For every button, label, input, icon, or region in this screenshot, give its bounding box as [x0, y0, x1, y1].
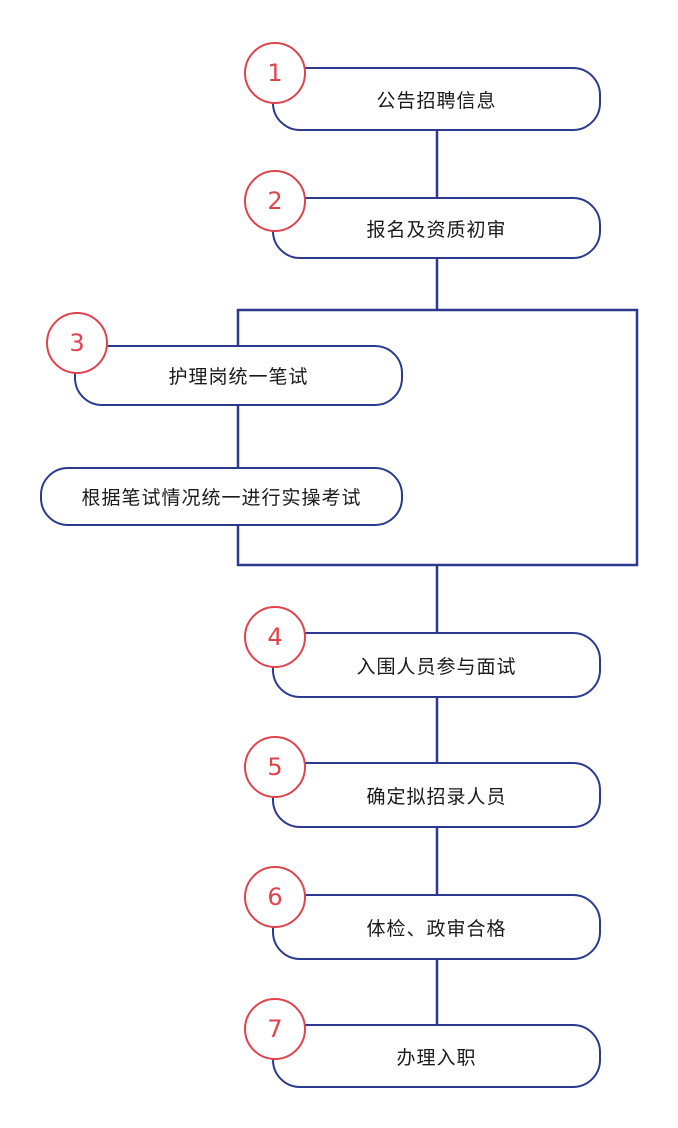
practical-exam-box: 根据笔试情况统一进行实操考试 — [40, 467, 403, 526]
step-label-3: 护理岗统一笔试 — [168, 366, 309, 388]
step-number-2: 2 — [267, 187, 283, 215]
step-label-2: 报名及资质初审 — [366, 218, 507, 241]
practical-exam-label: 根据笔试情况统一进行实操考试 — [81, 487, 362, 509]
step-label-6: 体检、政审合格 — [366, 917, 507, 940]
step-label-7: 办理入职 — [396, 1046, 477, 1069]
step-number-7: 7 — [267, 1015, 283, 1043]
step-number-6: 6 — [267, 883, 283, 911]
step-badge-4: 4 — [244, 606, 306, 668]
step-box-6: 体检、政审合格 — [272, 894, 601, 960]
step-box-1: 公告招聘信息 — [272, 67, 601, 131]
step-number-5: 5 — [267, 753, 283, 781]
step-number-1: 1 — [267, 59, 283, 87]
step-number-3: 3 — [69, 329, 85, 357]
step-label-4: 入围人员参与面试 — [356, 655, 517, 678]
step-badge-5: 5 — [244, 736, 306, 798]
step-box-7: 办理入职 — [272, 1024, 601, 1088]
step-badge-3: 3 — [46, 312, 108, 374]
step-box-2: 报名及资质初审 — [272, 197, 601, 259]
step-badge-6: 6 — [244, 866, 306, 928]
step-badge-7: 7 — [244, 998, 306, 1060]
step-box-5: 确定拟招录人员 — [272, 762, 601, 828]
step-badge-1: 1 — [244, 42, 306, 104]
step-number-4: 4 — [267, 623, 283, 651]
step-box-3: 护理岗统一笔试 — [74, 345, 403, 406]
step-label-1: 公告招聘信息 — [376, 89, 497, 112]
step-box-4: 入围人员参与面试 — [272, 632, 601, 698]
step-label-5: 确定拟招录人员 — [366, 785, 507, 808]
branch-bracket — [236, 308, 639, 567]
step-badge-2: 2 — [244, 170, 306, 232]
